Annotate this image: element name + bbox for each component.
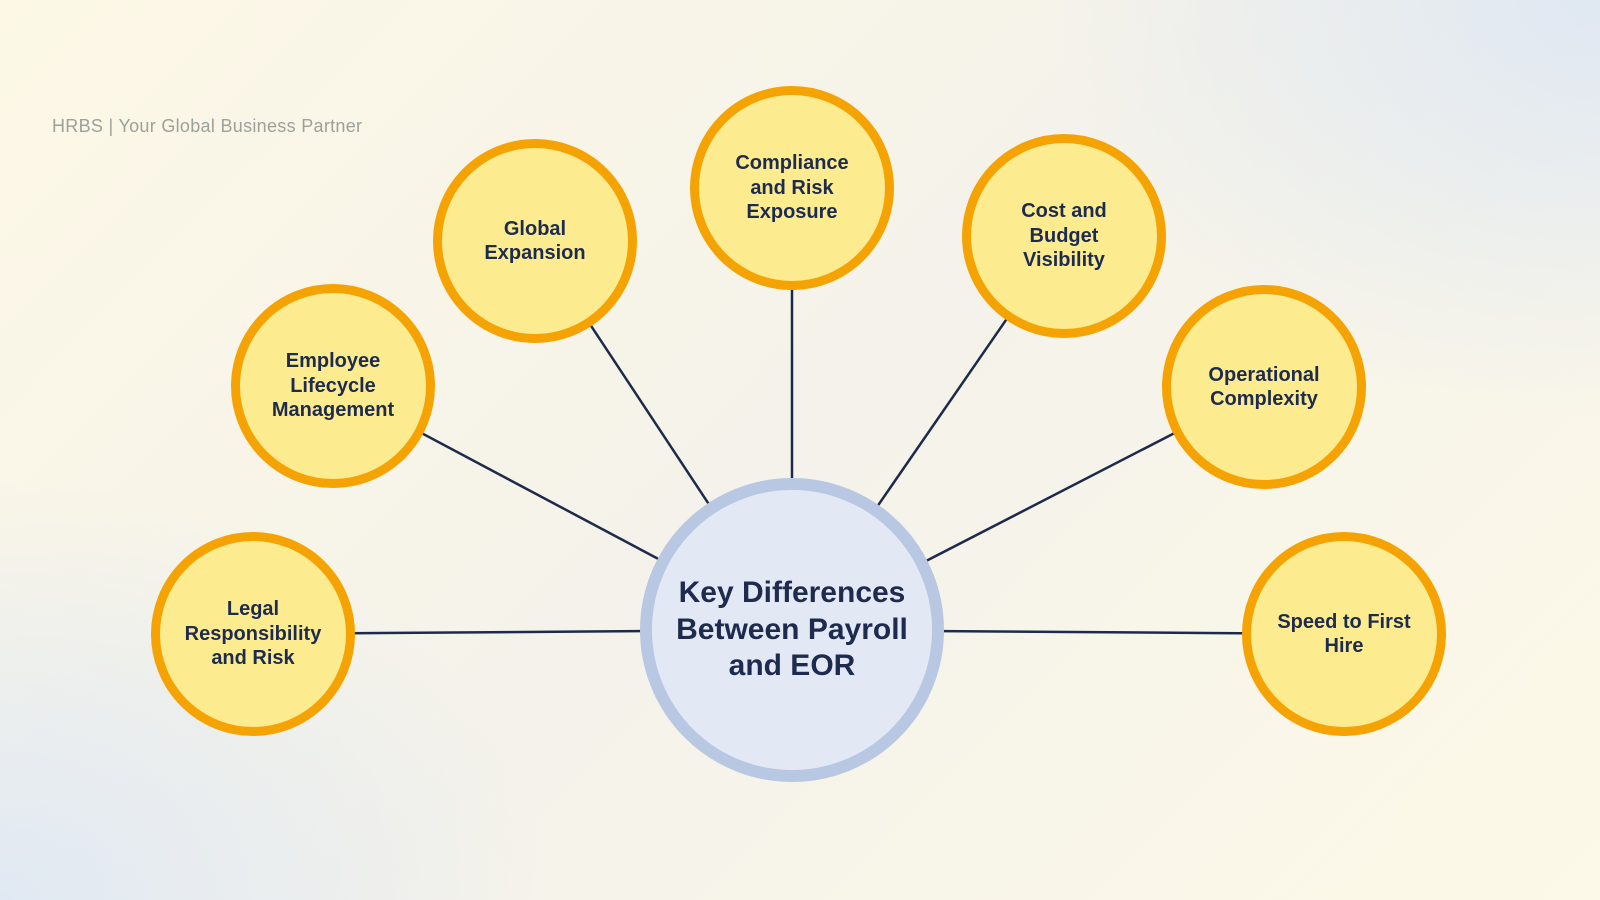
node-label-legal: Legal Responsibility and Risk	[184, 598, 322, 670]
node-global-expansion: Global Expansion	[433, 139, 637, 343]
node-cost-and-budget-visibility: Cost and Budget Visibility	[962, 134, 1166, 338]
node-label-employee: Employee Lifecycle Management	[271, 350, 395, 422]
node-label-compliance: Compliance and Risk Exposure	[735, 152, 849, 224]
center-node-key-differences: Key Differences Between Payroll and EOR	[640, 478, 944, 782]
node-label-speed: Speed to First Hire	[1277, 610, 1411, 657]
node-speed-to-first-hire: Speed to First Hire	[1242, 532, 1446, 736]
node-compliance-and-risk-exposure: Compliance and Risk Exposure	[690, 86, 894, 290]
center-node-label: Key Differences Between Payroll and EOR	[676, 576, 908, 683]
node-label-operational: Operational Complexity	[1208, 363, 1320, 410]
node-label-global: Global Expansion	[484, 217, 586, 264]
node-label-cost: Cost and Budget Visibility	[1021, 200, 1107, 272]
brand-tagline: HRBS | Your Global Business Partner	[52, 116, 363, 136]
node-employee-lifecycle-management: Employee Lifecycle Management	[231, 284, 435, 488]
node-operational-complexity: Operational Complexity	[1162, 285, 1366, 489]
node-legal-responsibility-and-risk: Legal Responsibility and Risk	[151, 532, 355, 736]
